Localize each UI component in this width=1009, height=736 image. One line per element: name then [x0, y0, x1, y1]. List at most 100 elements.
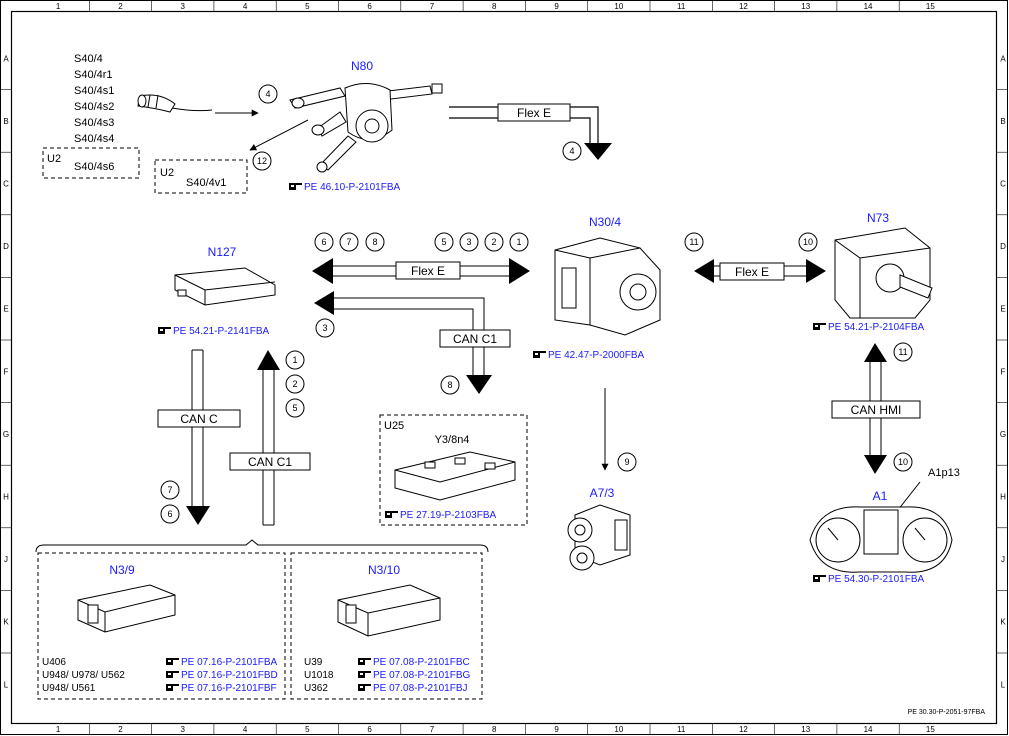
- n3-9-box: N3/9 U406 PE 07.16-P-2101FBA U948/ U978/…: [37, 552, 286, 700]
- grid-row-label: B: [1000, 117, 1005, 126]
- grid-column-label: 1: [56, 725, 61, 734]
- a1-label: A1: [873, 489, 888, 503]
- grid-column-label: 5: [305, 2, 310, 11]
- a7-3-drawing: [567, 504, 631, 571]
- n3-9-code: U406: [42, 657, 66, 668]
- grid-row-label: K: [1000, 618, 1006, 627]
- grid-row-label: J: [1001, 555, 1005, 564]
- grid-row-label: A: [3, 54, 9, 63]
- flex-e-right: Flex E: [694, 259, 826, 283]
- can-c1-mid: CAN C1: [314, 291, 511, 394]
- pointing-hand-icon: [358, 684, 371, 691]
- a1-ref: PE 54.30-P-2101FBA: [828, 574, 924, 585]
- svg-text:5: 5: [441, 237, 446, 247]
- arrow-12: [249, 119, 309, 151]
- svg-text:10: 10: [898, 457, 908, 467]
- grid-row-label: G: [3, 430, 9, 439]
- grid-column-label: 10: [614, 2, 623, 11]
- step-circle: 7: [160, 480, 180, 500]
- n3-10-ref: PE 07.08-P-2101FBG: [373, 670, 470, 681]
- grid-column-label: 8: [492, 2, 497, 11]
- step-circle: 1: [285, 350, 305, 370]
- can-hmi: CAN HMI: [831, 343, 921, 474]
- n73-label: N73: [867, 211, 889, 225]
- n3-10-ref: PE 07.08-P-2101FBC: [373, 657, 470, 668]
- switch-label: S40/4s4: [74, 133, 114, 145]
- svg-text:4: 4: [569, 146, 574, 156]
- n73-drawing: [834, 227, 933, 319]
- n30-4-ref: PE 42.47-P-2000FBA: [548, 350, 644, 361]
- a1-cluster-drawing: [809, 506, 953, 573]
- grid-row-label: H: [1000, 493, 1006, 502]
- grid-row-label: B: [3, 117, 8, 126]
- n80-drawing: [289, 83, 443, 173]
- grid-column-label: 14: [864, 2, 873, 11]
- can-hmi-label: CAN HMI: [851, 403, 902, 417]
- step-circle: 10: [893, 452, 913, 472]
- can-c-label: CAN C: [180, 412, 218, 426]
- svg-text:2: 2: [491, 237, 496, 247]
- grid-row-label: G: [1000, 430, 1006, 439]
- u25-box: U25 Y3/8n4 PE 27.19-P-2103FBA: [379, 414, 528, 526]
- flex-e-right-label: Flex E: [735, 265, 769, 279]
- a1-sub-label: A1p13: [928, 467, 960, 479]
- step-circle: 5: [285, 398, 305, 418]
- grid-row-label: C: [3, 180, 9, 189]
- svg-text:3: 3: [466, 237, 471, 247]
- grid-column-label: 9: [554, 725, 559, 734]
- grid-column-label: 2: [118, 2, 123, 11]
- u2-item: S40/4v1: [186, 177, 226, 189]
- inner-frame: [10, 10, 998, 725]
- step-circle: 8: [440, 375, 460, 395]
- grid-column-label: 9: [554, 2, 559, 11]
- switch-label: S40/4r1: [74, 69, 113, 81]
- svg-text:2: 2: [292, 379, 297, 389]
- switch-label: S40/4s1: [74, 85, 114, 97]
- n3-10-ref: PE 07.08-P-2101FBJ: [373, 683, 468, 694]
- svg-text:11: 11: [689, 237, 698, 247]
- step-circle: 5: [434, 232, 454, 252]
- step-circle: 2: [484, 232, 504, 252]
- n3-9-ref: PE 07.16-P-2101FBA: [181, 657, 277, 668]
- svg-text:1: 1: [516, 237, 521, 247]
- svg-text:12: 12: [257, 156, 267, 166]
- step-circle: 11: [893, 342, 913, 362]
- n73-ref: PE 54.21-P-2104FBA: [828, 322, 924, 333]
- grid-column-label: 5: [305, 725, 310, 734]
- step-circle: 11: [684, 232, 704, 252]
- a7-3-label: A7/3: [590, 486, 615, 500]
- n3-9-drawing: [77, 584, 176, 633]
- grid-row-label: E: [1000, 305, 1005, 314]
- u2-box-a: U2 S40/4s6: [42, 147, 140, 179]
- n3-10-drawing: [337, 584, 441, 637]
- svg-text:7: 7: [167, 485, 172, 495]
- switch-label: S40/4s3: [74, 117, 114, 129]
- can-c: CAN C: [157, 349, 241, 525]
- n3-10-code: U362: [304, 683, 328, 694]
- n3-10-code: U39: [304, 657, 323, 668]
- svg-text:5: 5: [292, 403, 297, 413]
- grid-row-label: H: [3, 493, 9, 502]
- can-c1-mid-label: CAN C1: [453, 332, 497, 346]
- step-circle: 3: [315, 318, 335, 338]
- pointing-hand-icon: [166, 671, 179, 678]
- pointing-hand-icon: [358, 671, 371, 678]
- svg-text:8: 8: [372, 237, 377, 247]
- n127-drawing: [174, 267, 276, 306]
- svg-text:8: 8: [447, 380, 452, 390]
- step-circle: 8: [365, 232, 385, 252]
- grid-column-label: 11: [677, 2, 686, 11]
- grid-column-label: 7: [430, 2, 435, 11]
- u25-code: U25: [384, 420, 404, 432]
- step-circle: 4: [562, 141, 582, 161]
- grid-column-label: 12: [739, 725, 748, 734]
- grid-column-label: 8: [492, 725, 497, 734]
- svg-text:7: 7: [346, 237, 351, 247]
- grid-column-label: 2: [118, 725, 123, 734]
- flex-e-top: Flex E: [449, 103, 612, 160]
- pointing-hand-icon: [813, 575, 826, 582]
